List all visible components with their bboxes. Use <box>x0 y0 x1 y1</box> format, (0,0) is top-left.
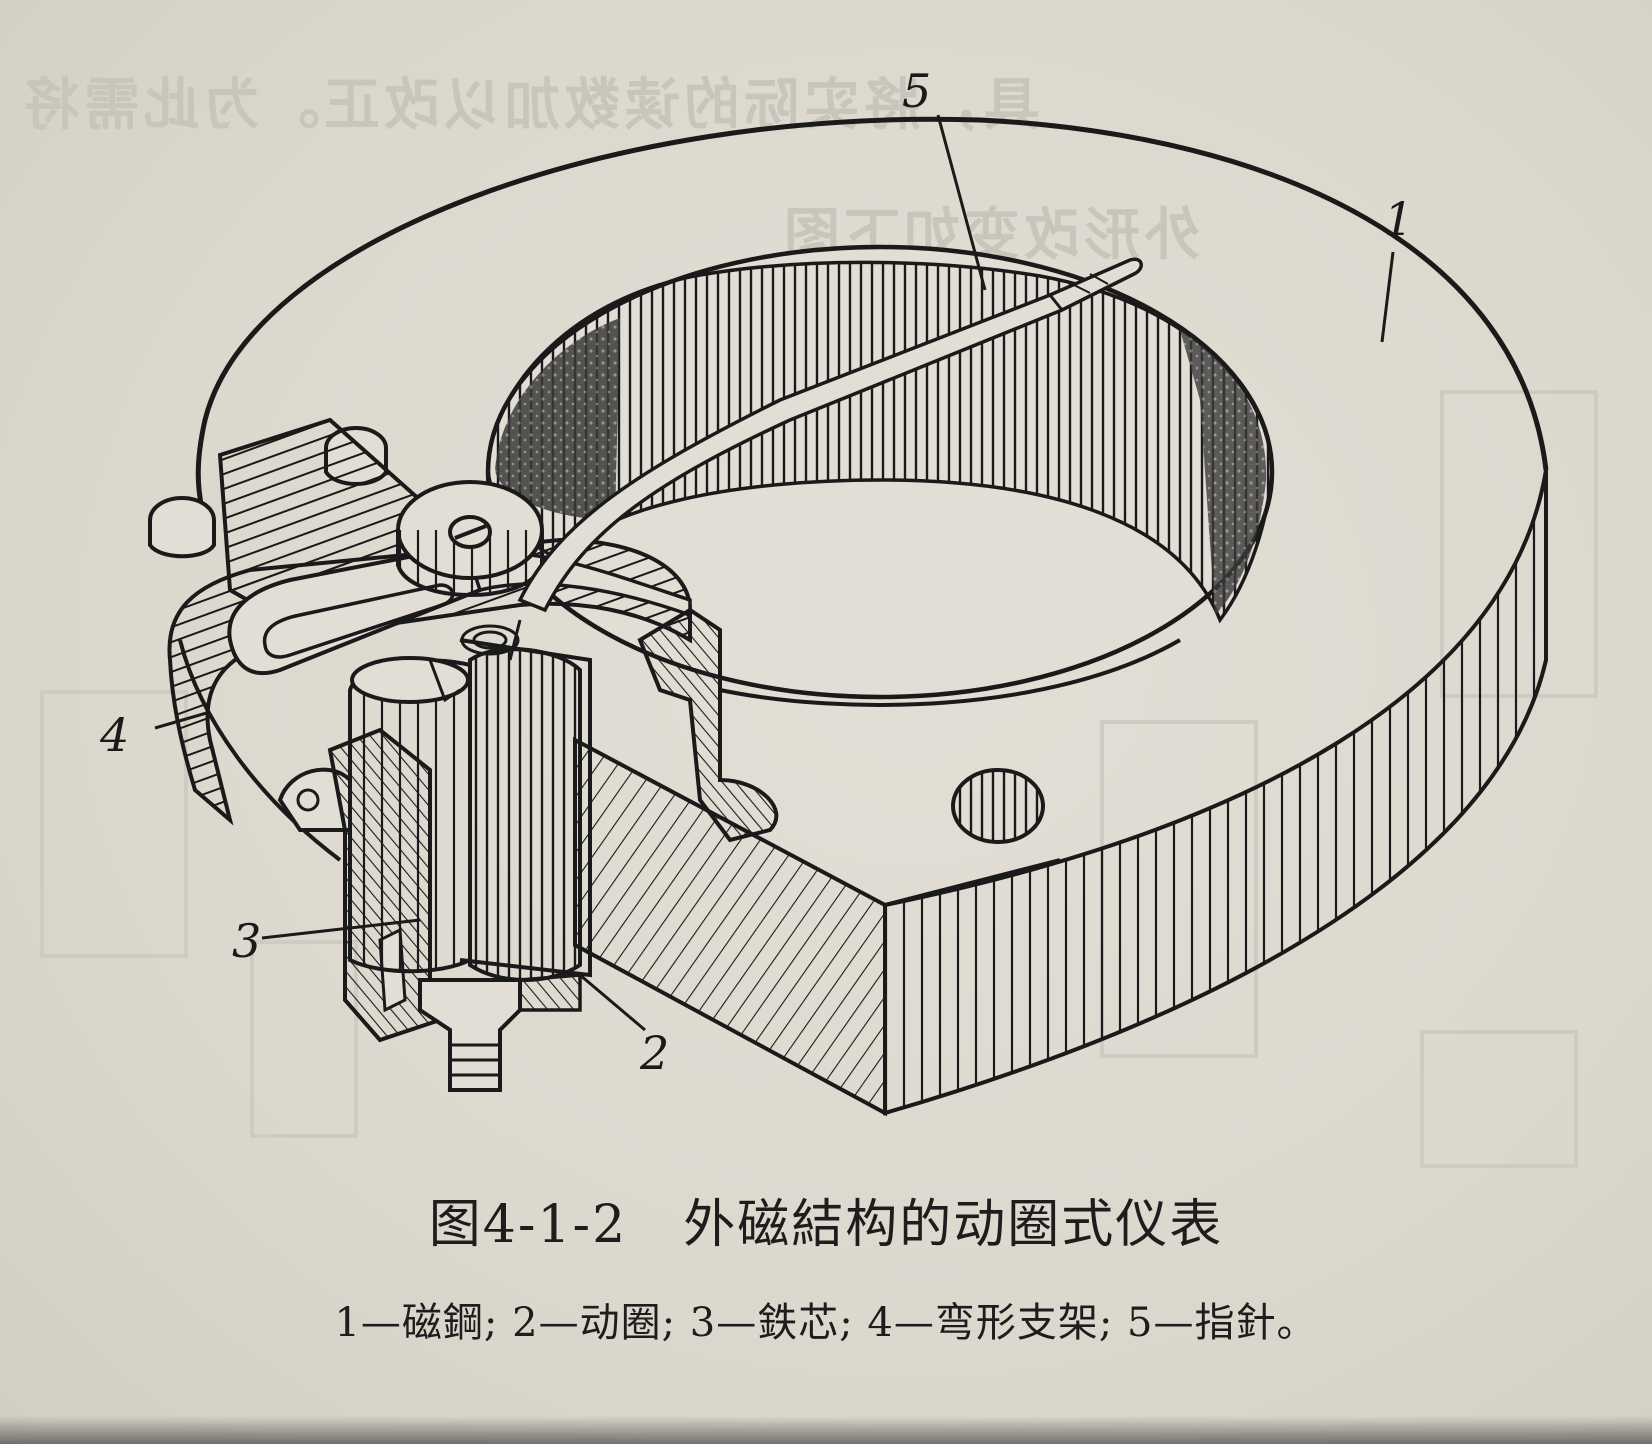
callout-label-1: 1 <box>1384 192 1414 246</box>
leader-line-3 <box>261 918 421 940</box>
callout-label-5: 5 <box>902 64 932 118</box>
callout-label-2: 2 <box>640 1026 670 1080</box>
callout-label-3: 3 <box>232 914 262 968</box>
pointer <box>517 257 1143 613</box>
bleed-through-box <box>1420 1030 1578 1168</box>
callout-label-4: 4 <box>100 708 130 762</box>
coil-and-core <box>327 619 592 1092</box>
figure-title: 外磁結构的动圈式仪表 <box>683 1195 1224 1255</box>
leader-line-5 <box>936 114 987 291</box>
leader-line-4 <box>154 710 211 730</box>
bleed-through-box <box>40 690 188 958</box>
bleed-through-box <box>250 940 358 1138</box>
leader-lines <box>154 114 987 1032</box>
bracket-and-mechanism <box>148 417 779 862</box>
figure-legend: 1—磁鋼; 2—动圈; 3—鉄芯; 4—弯形支架; 5—指針。 <box>334 1300 1318 1346</box>
next-page-text-edge <box>0 1416 1652 1444</box>
leader-line-2 <box>579 973 646 1032</box>
figure-caption: 图4-1-2 外磁結构的动圈式仪表 <box>0 1182 1652 1257</box>
figure-number: 图4-1-2 <box>428 1195 628 1255</box>
